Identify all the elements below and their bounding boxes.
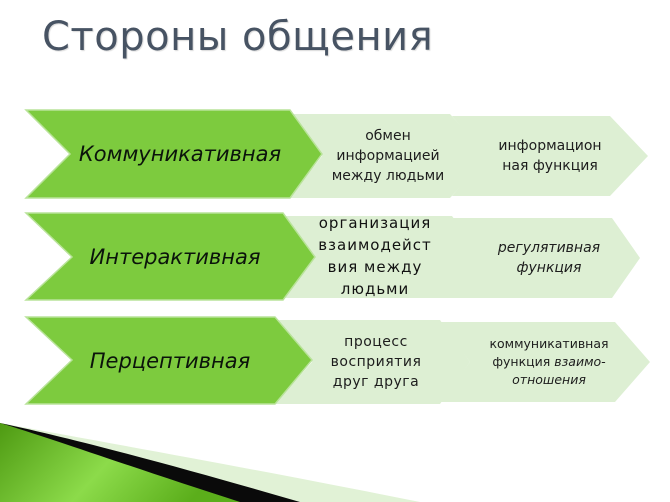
side-label-interactive: Интерактивная	[89, 244, 261, 269]
row3-function-line2: функция взаимо-	[492, 353, 605, 371]
row1-function-line2: ная функция	[502, 158, 598, 174]
row1-description-chevron	[290, 114, 488, 198]
row1-description: обмен информацией между людьми	[318, 114, 458, 198]
row3-function-line3: отношения	[512, 372, 586, 387]
row3-description: процесс восприятия друг друга	[306, 320, 446, 404]
row2-content-chevron	[448, 218, 640, 298]
row2-function: регулятивная функция	[474, 218, 624, 298]
row3-function-line2-italic: взаимо-	[554, 354, 606, 369]
row3-description-chevron	[275, 320, 470, 404]
row2-description-line1: организация	[318, 214, 432, 232]
row2-description-chevron	[282, 216, 482, 298]
row3-function-line1: коммуникативная	[489, 336, 609, 351]
row2-description-line2: взаимодейст	[318, 236, 432, 254]
row3-description-line1: процесс	[344, 334, 408, 350]
row2-side-chevron	[24, 212, 316, 301]
side-label-communicative: Коммуникативная	[78, 142, 282, 166]
decorative-swoosh-green	[0, 423, 240, 502]
side-label-perceptive: Перцептивная	[89, 348, 251, 373]
row1-description-line1: обмен	[365, 128, 411, 144]
row3-description-line2: восприятия	[330, 354, 422, 370]
row2-description-line4: людьми	[340, 280, 410, 298]
decorative-swoosh-black	[0, 423, 300, 502]
row1-function-line1: информацион	[498, 138, 602, 154]
row2-description-line3: вия между	[327, 258, 423, 276]
decorative-swoosh-light	[0, 423, 420, 502]
row1-content-chevron	[452, 116, 648, 196]
row2-description: организация взаимодейст вия между людьми	[300, 208, 450, 304]
row1-side-chevron	[24, 109, 323, 199]
row2-function-line1: регулятивная	[497, 240, 601, 256]
row2-function-line2: функция	[516, 260, 582, 276]
row1-description-line2: информацией	[336, 148, 440, 164]
row3-function-line2-plain: функция	[492, 354, 555, 369]
row3-side-chevron	[24, 316, 313, 405]
row1-description-line3: между людьми	[331, 168, 445, 184]
row3-function: коммуникативная функция взаимо- отношени…	[474, 322, 624, 402]
row3-content-chevron	[440, 322, 650, 402]
page-title: Стороны общения	[42, 14, 434, 60]
row1-function: информацион ная функция	[480, 116, 620, 196]
row3-description-line3: друг друга	[332, 374, 420, 390]
